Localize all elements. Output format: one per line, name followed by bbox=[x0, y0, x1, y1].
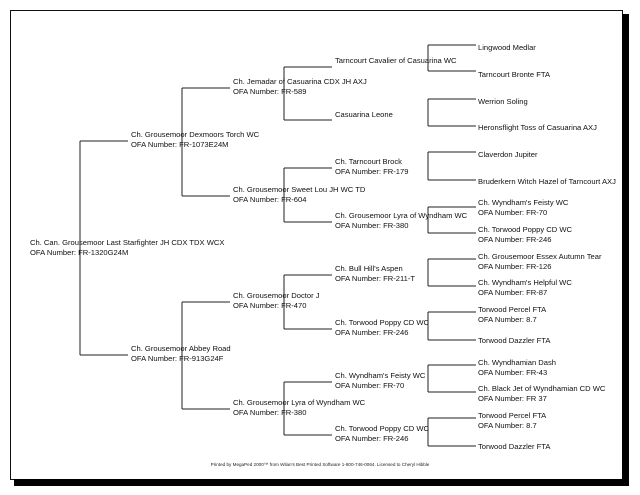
gen4-ancestor: Casuarina Leone bbox=[335, 110, 393, 120]
ancestor-name: Ch. Torwood Poppy CD WC bbox=[335, 424, 429, 433]
ancestor-name: Tarncourt Bronte FTA bbox=[478, 70, 551, 79]
ancestor-name: Ch. Wyndham's Feisty WC bbox=[335, 371, 426, 380]
gen5-ancestor: Ch. Wyndhamian Dash OFA Number: FR-43 bbox=[478, 358, 556, 378]
gen5-ancestor: Ch. Torwood Poppy CD WC OFA Number: FR-2… bbox=[478, 225, 572, 245]
ancestor-name: Torwood Dazzler FTA bbox=[478, 442, 551, 451]
ancestor-name: Ch. Grousemoor Sweet Lou JH WC TD bbox=[233, 185, 366, 194]
ancestor-name: Ch. Bull Hill's Aspen bbox=[335, 264, 403, 273]
ancestor-ofa: OFA Number: FR-380 bbox=[233, 408, 307, 417]
ancestor-name: Ch. Wyndhamian Dash bbox=[478, 358, 557, 367]
ancestor-name: Bruderkern Witch Hazel of Tarncourt AXJ bbox=[478, 177, 616, 186]
ancestor-name: Claverdon Jupiter bbox=[478, 150, 538, 159]
ancestor-name: Werrion Soling bbox=[478, 97, 528, 106]
sire-ofa: OFA Number: FR-1073E24M bbox=[131, 140, 229, 149]
ancestor-name: Tarncourt Cavalier of Casuarina WC bbox=[335, 56, 457, 65]
ancestor-name: Ch. Grousemoor Essex Autumn Tear bbox=[478, 252, 602, 261]
ancestor-name: Ch. Jemadar of Casuarina CDX JH AXJ bbox=[233, 77, 367, 86]
gen4-ancestor: Ch. Bull Hill's Aspen OFA Number: FR-211… bbox=[335, 264, 415, 284]
gen5-ancestor: Ch. Grousemoor Essex Autumn Tear OFA Num… bbox=[478, 252, 602, 272]
subject-name: Ch. Can. Grousemoor Last Starfighter JH … bbox=[30, 238, 225, 247]
dam-name: Ch. Grousemoor Abbey Road bbox=[131, 344, 231, 353]
gen5-ancestor: Heronsflight Toss of Casuarina AXJ bbox=[478, 123, 597, 133]
gen5-ancestor: Bruderkern Witch Hazel of Tarncourt AXJ bbox=[478, 177, 616, 187]
dam: Ch. Grousemoor Abbey Road OFA Number: FR… bbox=[131, 344, 231, 364]
gen5-ancestor: Torwood Percel FTA OFA Number: 8.7 bbox=[478, 305, 546, 325]
ancestor-ofa: OFA Number: FR-126 bbox=[478, 262, 552, 271]
gen5-ancestor: Ch. Wyndham's Helpful WC OFA Number: FR-… bbox=[478, 278, 572, 298]
gen3-ancestor: Ch. Grousemoor Sweet Lou JH WC TD OFA Nu… bbox=[233, 185, 365, 205]
sire-name: Ch. Grousemoor Dexmoors Torch WC bbox=[131, 130, 260, 139]
gen3-ancestor: Ch. Grousemoor Lyra of Wyndham WC OFA Nu… bbox=[233, 398, 365, 418]
ancestor-ofa: OFA Number: FR-211-T bbox=[335, 274, 416, 283]
frame-shadow-bottom bbox=[14, 479, 629, 486]
gen4-ancestor: Ch. Torwood Poppy CD WC OFA Number: FR-2… bbox=[335, 318, 429, 338]
ancestor-name: Torwood Percel FTA bbox=[478, 411, 547, 420]
subject-ofa: OFA Number: FR-1320G24M bbox=[30, 248, 129, 257]
frame-shadow-right bbox=[622, 14, 629, 481]
gen5-ancestor: Torwood Dazzler FTA bbox=[478, 442, 550, 452]
gen3-ancestor: Ch. Grousemoor Doctor J OFA Number: FR-4… bbox=[233, 291, 320, 311]
ancestor-name: Torwood Dazzler FTA bbox=[478, 336, 551, 345]
ancestor-name: Ch. Tarncourt Brock bbox=[335, 157, 402, 166]
printed-by-footer: Printed by MegaPed 2000™ from Wilan's Be… bbox=[210, 462, 430, 467]
gen4-ancestor: Ch. Grousemoor Lyra of Wyndham WC OFA Nu… bbox=[335, 211, 467, 231]
gen5-ancestor: Torwood Dazzler FTA bbox=[478, 336, 550, 346]
gen4-ancestor: Tarncourt Cavalier of Casuarina WC bbox=[335, 56, 457, 66]
ancestor-ofa: OFA Number: FR-246 bbox=[335, 328, 409, 337]
ancestor-ofa: OFA Number: FR-70 bbox=[478, 208, 548, 217]
ancestor-ofa: OFA Number: FR-604 bbox=[233, 195, 307, 204]
gen4-ancestor: Ch. Torwood Poppy CD WC OFA Number: FR-2… bbox=[335, 424, 429, 444]
ancestor-ofa: OFA Number: FR-589 bbox=[233, 87, 307, 96]
gen5-ancestor: Lingwood Medlar bbox=[478, 43, 536, 53]
ancestor-name: Ch. Wyndham's Helpful WC bbox=[478, 278, 572, 287]
ancestor-ofa: OFA Number: FR-470 bbox=[233, 301, 307, 310]
ancestor-name: Ch. Wyndham's Feisty WC bbox=[478, 198, 569, 207]
ancestor-ofa: OFA Number: FR-70 bbox=[335, 381, 405, 390]
ancestor-ofa: OFA Number: 8.7 bbox=[478, 315, 537, 324]
ancestor-ofa: OFA Number: FR-246 bbox=[478, 235, 552, 244]
ancestor-ofa: OFA Number: FR-179 bbox=[335, 167, 409, 176]
ancestor-ofa: OFA Number: 8.7 bbox=[478, 421, 537, 430]
gen4-ancestor: Ch. Wyndham's Feisty WC OFA Number: FR-7… bbox=[335, 371, 425, 391]
ancestor-ofa: OFA Number: FR-246 bbox=[335, 434, 409, 443]
gen3-ancestor: Ch. Jemadar of Casuarina CDX JH AXJ OFA … bbox=[233, 77, 367, 97]
ancestor-ofa: OFA Number: FR-380 bbox=[335, 221, 409, 230]
ancestor-name: Ch. Torwood Poppy CD WC bbox=[478, 225, 572, 234]
ancestor-ofa: OFA Number: FR-87 bbox=[478, 288, 548, 297]
ancestor-name: Torwood Percel FTA bbox=[478, 305, 547, 314]
ancestor-name: Heronsflight Toss of Casuarina AXJ bbox=[478, 123, 597, 132]
ancestor-name: Ch. Grousemoor Lyra of Wyndham WC bbox=[233, 398, 366, 407]
gen5-ancestor: Claverdon Jupiter bbox=[478, 150, 538, 160]
ancestor-ofa: OFA Number: FR-43 bbox=[478, 368, 548, 377]
ancestor-name: Ch. Grousemoor Doctor J bbox=[233, 291, 320, 300]
gen5-ancestor: Torwood Percel FTA OFA Number: 8.7 bbox=[478, 411, 546, 431]
gen5-ancestor: Ch. Black Jet of Wyndhamian CD WC OFA Nu… bbox=[478, 384, 605, 404]
gen4-ancestor: Ch. Tarncourt Brock OFA Number: FR-179 bbox=[335, 157, 408, 177]
ancestor-name: Ch. Black Jet of Wyndhamian CD WC bbox=[478, 384, 606, 393]
ancestor-name: Ch. Torwood Poppy CD WC bbox=[335, 318, 429, 327]
gen5-ancestor: Tarncourt Bronte FTA bbox=[478, 70, 550, 80]
ancestor-name: Casuarina Leone bbox=[335, 110, 393, 119]
ancestor-name: Lingwood Medlar bbox=[478, 43, 536, 52]
ancestor-name: Ch. Grousemoor Lyra of Wyndham WC bbox=[335, 211, 468, 220]
sire: Ch. Grousemoor Dexmoors Torch WC OFA Num… bbox=[131, 130, 259, 150]
gen5-ancestor: Ch. Wyndham's Feisty WC OFA Number: FR-7… bbox=[478, 198, 568, 218]
dam-ofa: OFA Number: FR-913G24F bbox=[131, 354, 224, 363]
gen5-ancestor: Werrion Soling bbox=[478, 97, 528, 107]
ancestor-ofa: OFA Number: FR 37 bbox=[478, 394, 547, 403]
subject-dog: Ch. Can. Grousemoor Last Starfighter JH … bbox=[30, 238, 224, 258]
